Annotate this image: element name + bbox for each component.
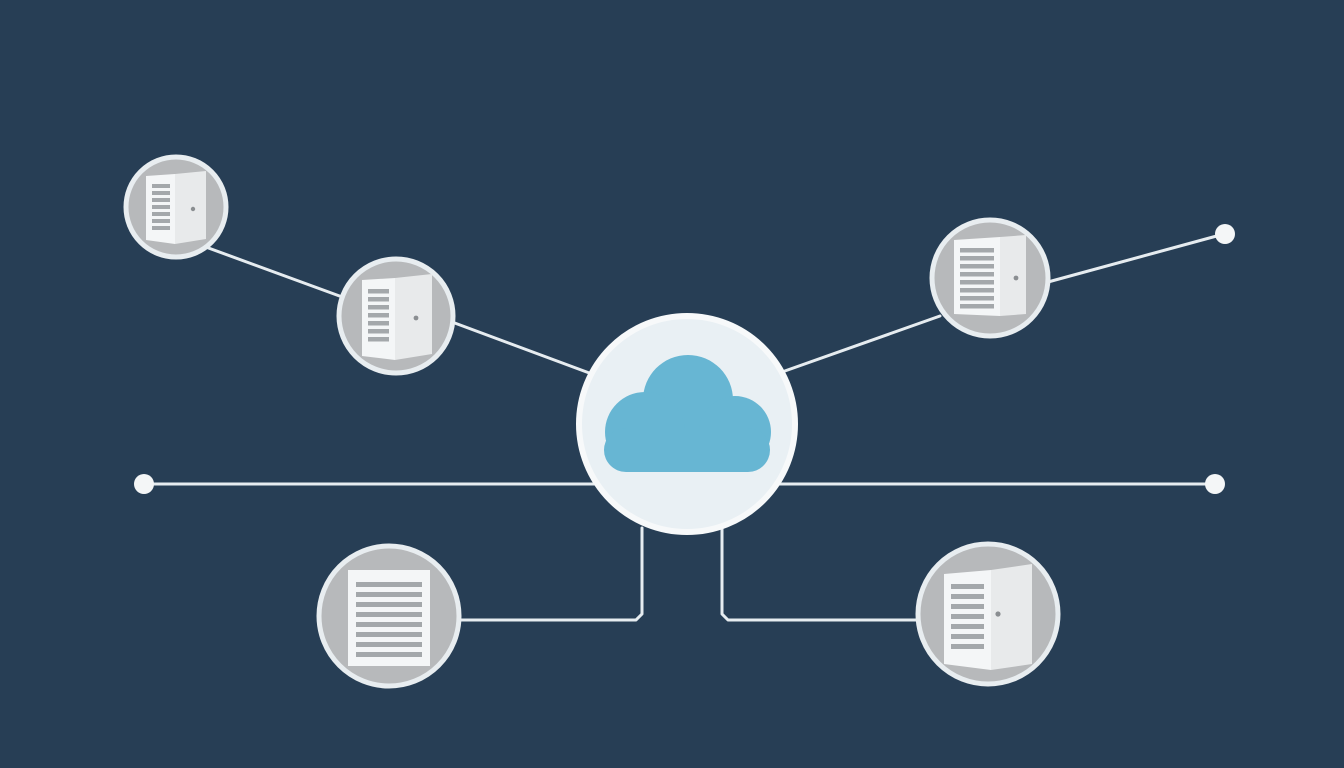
endpoints [134,224,1235,494]
endpoint-dot-left [134,474,154,494]
cloud-icon [604,355,771,472]
connector-node2-hub [450,320,594,376]
server-cabinet-icon [954,235,1026,316]
server-node-1[interactable] [123,154,229,260]
server-cabinet-icon [362,274,432,360]
server-node-5[interactable] [915,541,1061,687]
server-cabinet-icon [944,564,1032,670]
endpoint-dot-right [1205,474,1225,494]
connector-hub-node3 [780,314,942,374]
connector-hub-node4 [458,526,644,622]
connector-node3-endpoint [1046,232,1226,284]
server-node-2[interactable] [336,256,456,376]
connector-hub-node5 [720,526,920,622]
cloud-hub [576,313,798,535]
connector-node1-node2 [201,244,347,300]
document-icon [348,570,430,666]
endpoint-dot-top-right [1215,224,1235,244]
document-node-4[interactable] [316,543,462,689]
connector-lines [143,232,1226,622]
server-cabinet-icon [146,171,206,244]
server-node-3[interactable] [929,217,1051,339]
